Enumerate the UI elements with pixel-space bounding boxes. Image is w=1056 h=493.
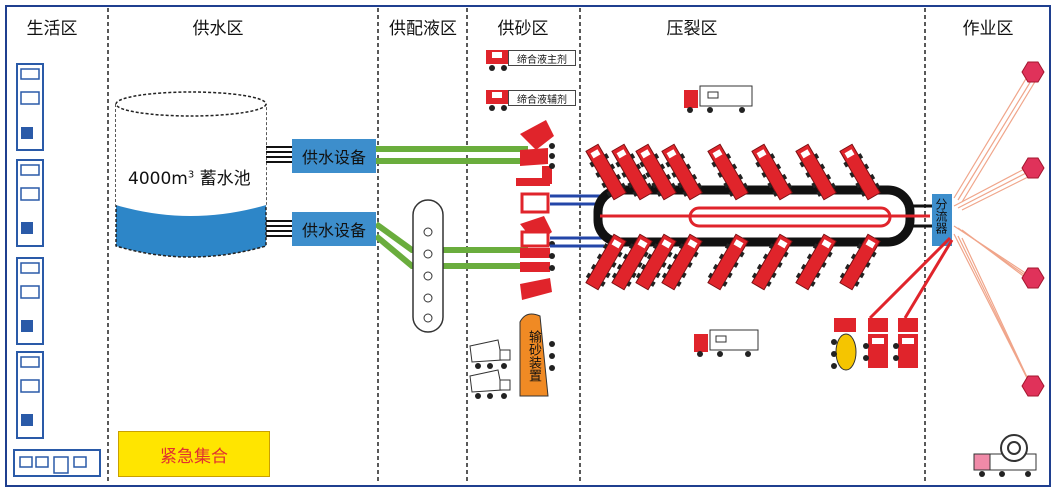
emergency-assembly-point: 紧急集合 xyxy=(118,431,270,477)
frac-truck-9 xyxy=(585,233,627,291)
wellhead-2 xyxy=(1021,157,1045,179)
coil-unit xyxy=(973,434,1037,477)
building-3 xyxy=(16,257,44,345)
diverter-inlet xyxy=(906,204,932,228)
chemical-label-auxiliary: 缔合液辅剂 xyxy=(508,90,576,106)
frac-truck-7 xyxy=(795,143,837,201)
blending-tank xyxy=(412,199,444,333)
frac-truck-15 xyxy=(795,233,837,291)
tank-outlet-pipes xyxy=(266,146,292,237)
frac-truck-6 xyxy=(751,143,793,201)
frac-truck-11 xyxy=(635,233,677,291)
sand-conveyor xyxy=(519,313,555,397)
wellhead-4 xyxy=(1021,375,1045,397)
frac-truck-16 xyxy=(839,233,881,291)
water-equipment-2: 供水设备 xyxy=(292,212,376,246)
water-supply-pipes xyxy=(374,146,528,269)
chemical-truck-1 xyxy=(486,50,508,71)
fracturing-trucks xyxy=(585,143,881,291)
wellhead-lines xyxy=(868,61,1045,397)
sand-device-label: 输砂装置 xyxy=(526,330,541,382)
outer-frame xyxy=(5,5,1051,487)
frac-truck-10 xyxy=(611,233,653,291)
zone-title-living: 生活区 xyxy=(26,19,78,39)
manifold-label: 分流器 xyxy=(934,198,948,234)
instrument-van-1 xyxy=(684,85,753,113)
frac-truck-8 xyxy=(839,143,881,201)
water-equipment-1: 供水设备 xyxy=(292,139,376,173)
building-5 xyxy=(13,449,101,477)
sand-truck-2 xyxy=(469,369,511,399)
blender-truck-1 xyxy=(516,120,555,214)
frac-truck-5 xyxy=(707,143,749,201)
frac-truck-4 xyxy=(661,143,703,201)
zone-title-operation: 作业区 xyxy=(962,19,1014,39)
frac-truck-14 xyxy=(751,233,793,291)
chemical-label-main: 缔合液主剂 xyxy=(508,50,576,66)
building-2 xyxy=(16,159,44,247)
zone-title-fracturing: 压裂区 xyxy=(666,19,718,39)
wellhead-3 xyxy=(1021,267,1045,289)
frac-truck-1 xyxy=(585,143,627,201)
frac-truck-13 xyxy=(707,233,749,291)
water-tank xyxy=(115,91,267,258)
support-trucks xyxy=(831,318,918,371)
blender-truck-2 xyxy=(520,216,555,300)
chemical-truck-2 xyxy=(486,90,508,111)
zone-title-fluid-mixing: 供配液区 xyxy=(389,19,457,39)
tank-label: 4000m3 蓄水池 xyxy=(128,169,251,189)
sand-truck-1 xyxy=(469,339,511,369)
dormitory-buildings xyxy=(13,63,101,477)
zone-title-water-supply: 供水区 xyxy=(192,19,244,39)
frac-truck-2 xyxy=(611,143,653,201)
instrument-van-2 xyxy=(694,329,759,357)
building-1 xyxy=(16,63,44,151)
wellhead-1 xyxy=(1021,61,1045,83)
building-4 xyxy=(16,351,44,439)
manifold-box xyxy=(932,194,952,246)
frac-truck-3 xyxy=(635,143,677,201)
zone-title-sand-supply: 供砂区 xyxy=(497,19,549,39)
high-pressure-manifold xyxy=(593,185,930,247)
frac-truck-12 xyxy=(661,233,703,291)
